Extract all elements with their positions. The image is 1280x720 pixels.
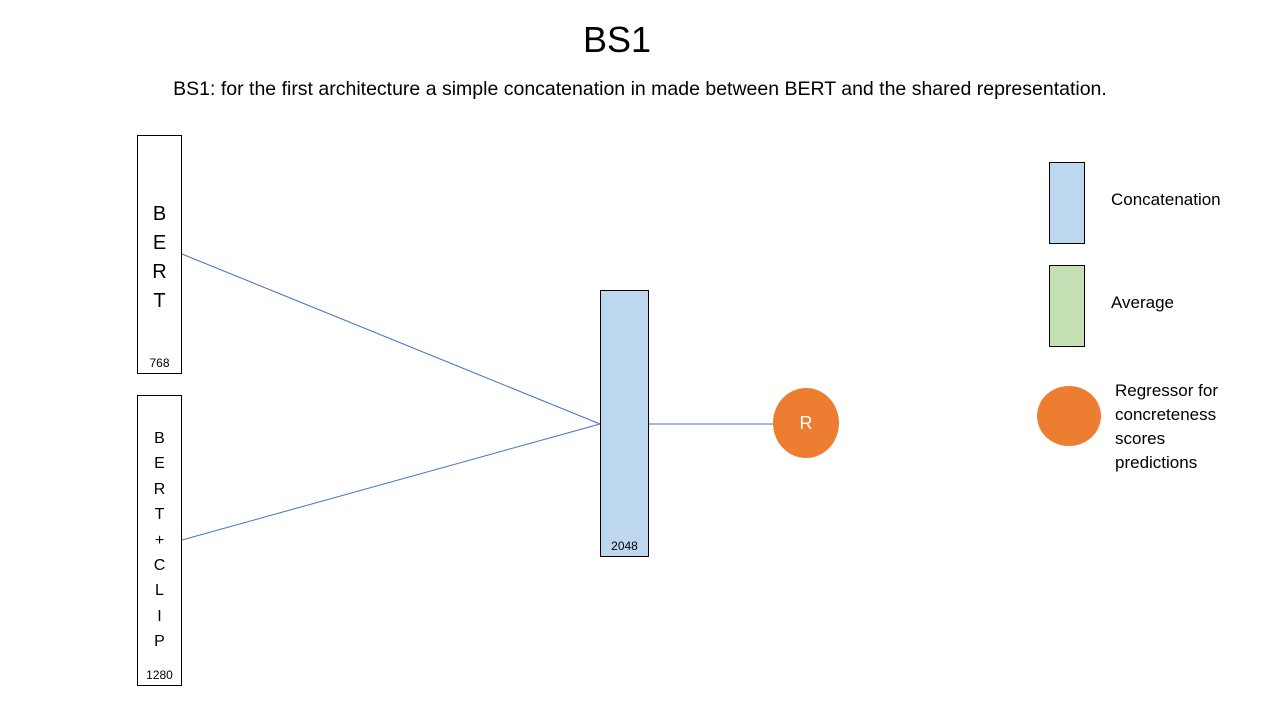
bert-to-concat-line xyxy=(181,253,601,425)
bert-clip-to-concat-line xyxy=(181,423,601,541)
legend-average-label: Average xyxy=(1111,293,1175,312)
legend-regressor-swatch xyxy=(1037,386,1101,446)
bert-clip-letter: L xyxy=(155,582,164,600)
slide-title: BS1 xyxy=(582,19,652,60)
bert-letter: E xyxy=(152,232,167,254)
legend-concatenation-swatch xyxy=(1049,162,1085,244)
concatenation-dimension-label: 2048 xyxy=(611,539,638,553)
bert-clip-letter: C xyxy=(153,557,166,575)
bert-clip-letter: + xyxy=(154,531,165,549)
bert-clip-letter: E xyxy=(154,455,165,473)
regressor-node: R xyxy=(773,388,839,458)
concatenation-layer: 2048 xyxy=(600,290,649,557)
bert-clip-letter: I xyxy=(157,607,162,625)
bert-clip-input-block: B E R T + C L I P 1280 xyxy=(137,395,182,686)
bert-dimension-label: 768 xyxy=(149,356,170,370)
legend-regressor-label: Regressor for concreteness scores predic… xyxy=(1115,381,1218,472)
legend-average-swatch xyxy=(1049,265,1085,347)
bert-clip-vertical-label: B E R T + C L I P xyxy=(138,426,181,655)
bert-input-block: B E R T 768 xyxy=(137,135,182,374)
bert-clip-letter: T xyxy=(154,506,165,524)
bert-clip-letter: P xyxy=(154,633,165,651)
bert-letter: R xyxy=(152,261,167,283)
bert-vertical-label: B E R T xyxy=(138,200,181,316)
slide-description: BS1: for the first architecture a simple… xyxy=(173,78,1107,100)
legend-concatenation-label: Concatenation xyxy=(1111,190,1221,209)
bert-letter: B xyxy=(152,203,167,225)
bert-clip-dimension-label: 1280 xyxy=(146,668,173,682)
bert-clip-letter: B xyxy=(154,430,165,447)
bert-letter: T xyxy=(153,290,166,312)
bert-clip-letter: R xyxy=(153,480,166,498)
